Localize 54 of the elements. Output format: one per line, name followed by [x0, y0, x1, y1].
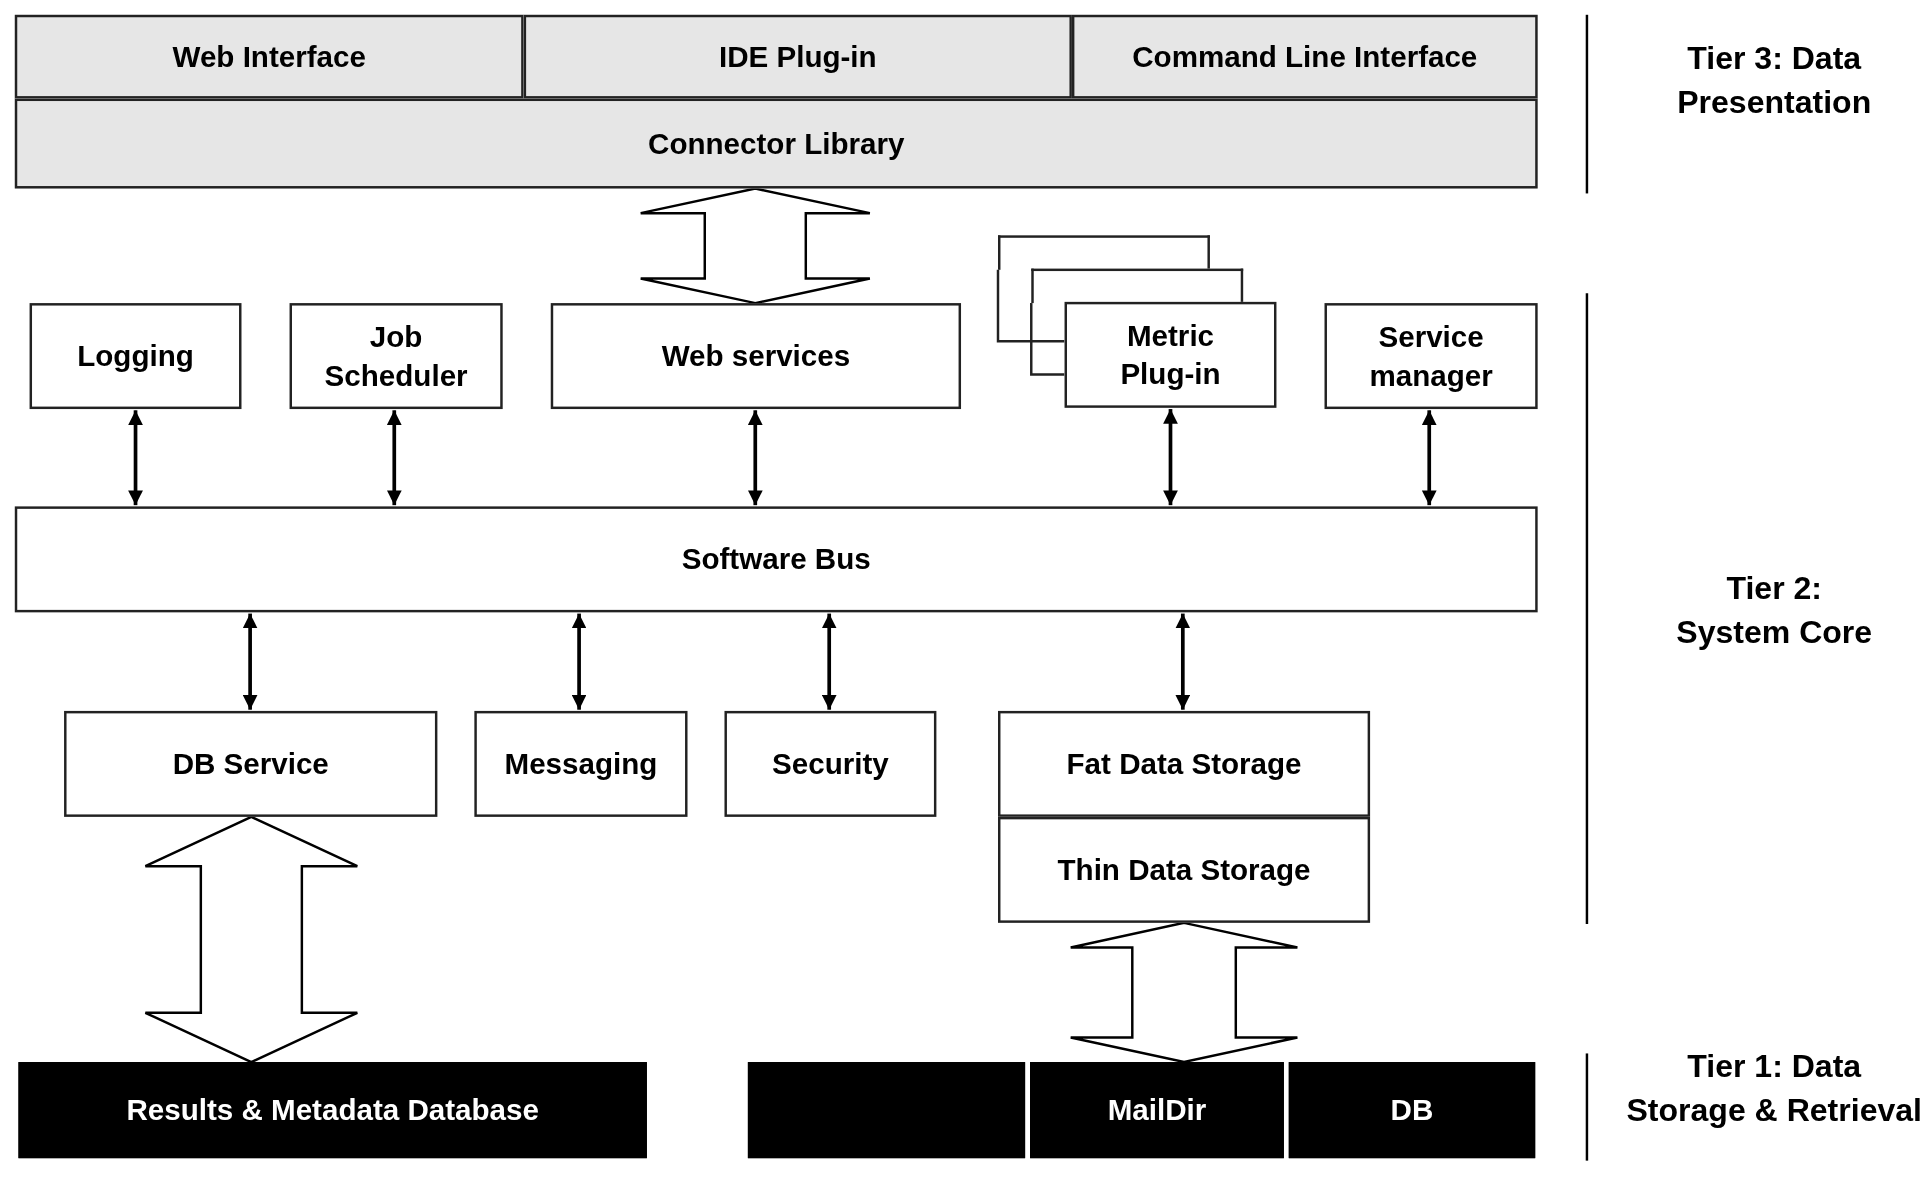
component-box	[1064, 301, 1277, 408]
component-box	[1071, 14, 1538, 99]
stacked-plugin-card	[1031, 268, 1244, 304]
component-box	[474, 710, 688, 817]
double-arrow	[821, 613, 837, 710]
tier-label: Tier 3: Data Presentation	[1676, 38, 1873, 123]
component-box	[998, 816, 1371, 923]
component-label: Web services	[660, 338, 852, 375]
component-box	[14, 14, 524, 99]
component-label: DB Service	[171, 746, 330, 783]
data-source-box	[747, 1062, 1026, 1159]
component-label: Logging	[76, 338, 195, 375]
component-label: Results & Metadata Database	[125, 1092, 540, 1129]
double-arrow	[571, 613, 587, 710]
double-arrow	[1421, 410, 1437, 506]
hollow-double-arrow	[639, 187, 872, 305]
tier-label: Tier 1: Data Storage & Retrieval	[1626, 1046, 1923, 1131]
component-label: Security	[771, 746, 890, 783]
component-label: Job Scheduler	[323, 319, 469, 394]
component-box	[724, 710, 937, 817]
component-label: IDE Plug-in	[717, 38, 878, 76]
double-arrow	[386, 410, 402, 506]
component-box	[998, 710, 1371, 817]
component-box	[289, 303, 503, 410]
double-arrow	[1163, 409, 1178, 506]
double-arrow	[747, 410, 763, 506]
component-label: Service manager	[1368, 319, 1494, 394]
component-box	[29, 303, 242, 410]
double-arrow	[1175, 613, 1191, 710]
hollow-double-arrow	[144, 815, 359, 1064]
data-source-box	[1288, 1062, 1536, 1159]
component-label: Command Line Interface	[1131, 38, 1479, 76]
component-label: MailDir	[1106, 1092, 1208, 1129]
data-source-box	[18, 1062, 647, 1159]
component-label: Thin Data Storage	[1056, 852, 1312, 889]
double-arrow	[242, 613, 258, 710]
component-label: Software Bus	[680, 541, 872, 578]
tier-label: Tier 2: System Core	[1675, 568, 1874, 653]
component-box	[1324, 303, 1538, 410]
data-source-box	[1030, 1062, 1284, 1159]
component-box	[523, 14, 1072, 99]
component-label: DB	[1389, 1092, 1435, 1129]
component-label: Messaging	[503, 746, 659, 783]
hollow-double-arrow	[1069, 921, 1299, 1064]
double-arrow	[128, 410, 143, 506]
component-box	[14, 98, 1538, 189]
component-label: Fat Data Storage	[1065, 746, 1303, 783]
component-box	[550, 303, 962, 410]
component-box	[64, 710, 438, 817]
component-box	[14, 506, 1538, 613]
component-label: Connector Library	[647, 125, 906, 163]
stacked-plugin-card	[998, 235, 1210, 270]
component-label: Metric Plug-in	[1119, 317, 1222, 393]
component-label: Web Interface	[171, 38, 367, 76]
